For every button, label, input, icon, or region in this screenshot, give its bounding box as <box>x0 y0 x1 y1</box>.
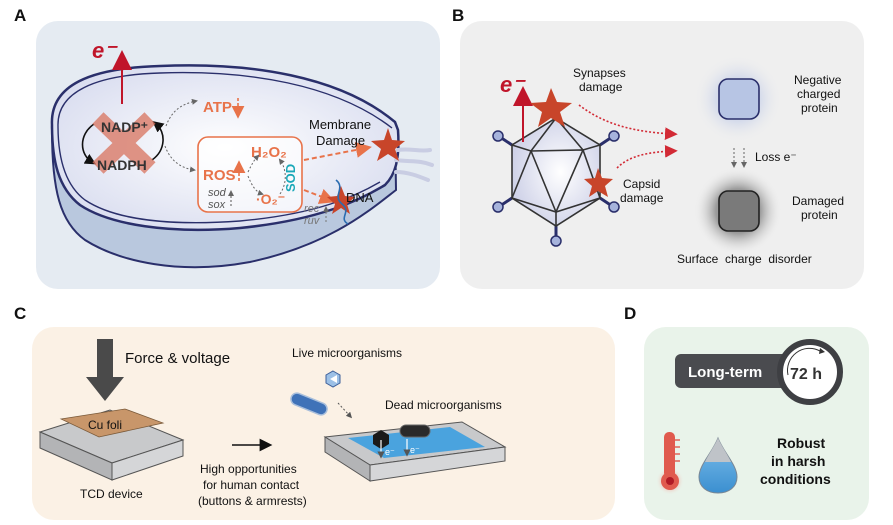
cu-foil-label: Cu foli <box>88 418 122 432</box>
nadp-cycle-left-arrow <box>81 123 97 165</box>
rec-gene-label: rec <box>304 203 320 215</box>
sod-gene-label: sod <box>208 187 227 199</box>
electron-label-2: e⁻ <box>410 445 420 455</box>
membrane-damage-label-2: Damage <box>316 133 365 148</box>
panel-b-diagram: e⁻ Synapses damage Capsid damage Negativ… <box>492 55 844 266</box>
synapses-label-2: damage <box>579 80 623 94</box>
electron-label: e⁻ <box>92 38 118 63</box>
synapses-damage-star-icon <box>530 88 572 127</box>
live-virus-icon <box>325 370 341 388</box>
virus-capsid <box>511 116 601 227</box>
negative-charged-protein <box>718 78 760 120</box>
tcd-device-side <box>111 439 184 481</box>
capsid-label-2: damage <box>620 191 664 205</box>
cu-foil <box>59 408 165 438</box>
nadph-label: NADPH <box>97 157 147 173</box>
contact-label-3: (buttons & armrests) <box>198 494 307 508</box>
nadp-plus-label: NADP⁺ <box>101 119 148 135</box>
live-bacterium-icon <box>290 392 328 416</box>
dna-helix-icon <box>335 179 349 225</box>
to-ros-arrow <box>164 145 196 173</box>
panel-a-diagram: e⁻ NADP⁺ NADPH ATP ROS H₂O₂ ·O₂⁻ SOD sod… <box>50 38 434 269</box>
panel-b-label: B <box>452 6 465 25</box>
panel-c-label: C <box>14 304 27 323</box>
cell-inner-membrane <box>57 71 393 129</box>
sox-gene-label: sox <box>208 199 226 211</box>
dead-virus-icon <box>373 430 389 449</box>
damaged-label-2: protein <box>801 208 838 222</box>
capsid-label-1: Capsid <box>623 177 660 191</box>
negative-label-1: Negative <box>794 73 842 87</box>
surface-charge-disorder-label: Surface charge disorder <box>677 252 812 266</box>
ruv-gene-label: ruv <box>304 215 321 227</box>
capsid-to-protein-arrow <box>616 144 678 169</box>
ros-to-o2-arrow <box>247 175 264 196</box>
capsid-damage-star-icon <box>584 168 613 197</box>
virus-electron-label: e⁻ <box>500 72 526 97</box>
panel-a-label: A <box>14 6 27 25</box>
virus-spikes <box>492 130 620 247</box>
thermometer-icon <box>664 432 675 478</box>
o2-to-h2o2-arrow <box>278 158 286 195</box>
ros-to-h2o2-arrow <box>247 154 260 173</box>
panel-d-diagram: Long-term 72 h Robust in harsh condition… <box>656 339 843 495</box>
long-term-pill <box>675 354 789 388</box>
clock-arrow-icon <box>787 347 821 376</box>
to-surface-arrow <box>337 402 353 419</box>
ros-box <box>197 136 303 213</box>
robust-label-3: conditions <box>760 471 831 487</box>
tcd-device-label: TCD device <box>80 487 143 501</box>
dna-damage-star-icon <box>327 186 355 214</box>
damaged-label-1: Damaged <box>792 194 844 208</box>
blocked-x-icon <box>92 112 156 174</box>
damaged-protein <box>718 190 760 232</box>
nadp-cycle-right-arrow <box>151 120 165 161</box>
water-drop-icon <box>698 436 738 494</box>
robust-label-2: in harsh <box>771 453 825 469</box>
clock-ring <box>777 339 843 405</box>
loss-electron-label: Loss e⁻ <box>755 150 797 164</box>
robust-label-1: Robust <box>777 435 826 451</box>
dna-label: DNA <box>346 190 374 205</box>
ros-label: ROS <box>203 167 236 184</box>
duration-label: 72 h <box>790 366 822 383</box>
force-voltage-label: Force & voltage <box>125 350 230 367</box>
to-membrane-arrow <box>303 142 372 161</box>
surface-device-side <box>369 446 506 482</box>
live-microorganisms-label: Live microorganisms <box>292 346 402 360</box>
membrane-damage-label-1: Membrane <box>309 117 371 132</box>
panel-c-diagram: Force & voltage Cu foli TCD device High … <box>38 339 507 508</box>
synapses-label-1: Synapses <box>573 66 626 80</box>
contact-label-1: High opportunities <box>200 462 297 476</box>
h2o2-label: H₂O₂ <box>251 144 287 161</box>
to-dna-arrow <box>303 188 336 204</box>
contact-label-2: for human contact <box>203 478 300 492</box>
atp-label: ATP <box>203 99 232 116</box>
electron-label-1: e⁻ <box>385 447 395 457</box>
negative-label-3: protein <box>801 101 838 115</box>
leakage-wisps <box>394 147 434 182</box>
synapses-to-protein-arrow <box>578 104 678 140</box>
sod-enzyme-label: SOD <box>283 164 298 192</box>
dead-bacterium-icon <box>399 424 431 438</box>
panel-d-label: D <box>624 304 637 323</box>
dead-microorganisms-label: Dead microorganisms <box>385 398 502 412</box>
force-arrow-icon <box>86 339 124 401</box>
to-atp-arrow <box>165 98 198 127</box>
membrane-damage-star-icon <box>371 128 405 161</box>
negative-label-2: charged <box>797 87 840 101</box>
long-term-label: Long-term <box>688 364 762 381</box>
